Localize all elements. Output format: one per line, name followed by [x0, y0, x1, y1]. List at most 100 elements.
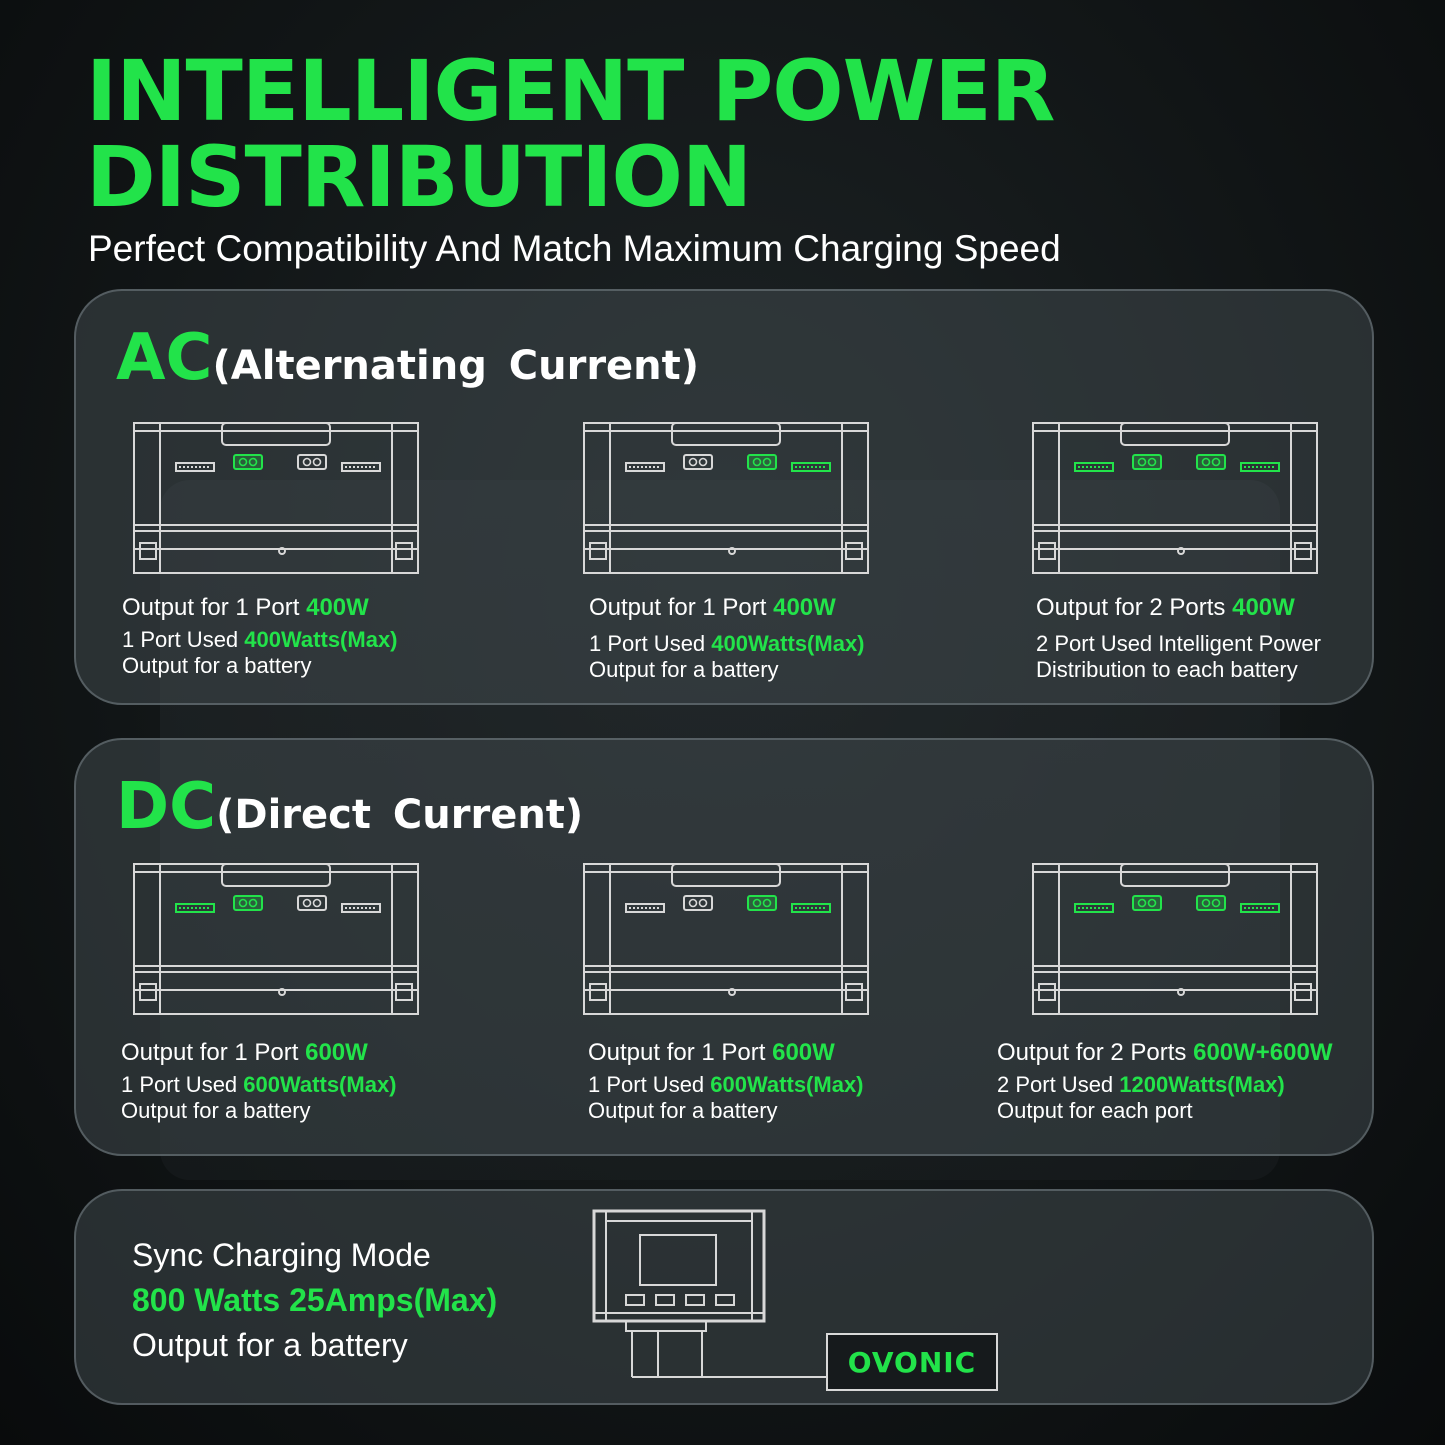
- dual-socket-icon: [1132, 895, 1162, 911]
- ac-heading-full: (Alternating Current): [212, 343, 700, 389]
- dc-heading: DC(Direct Current): [116, 770, 583, 844]
- ac-item-2-line2-prefix: 1 Port Used: [589, 631, 712, 656]
- ac-item-1-line2-value: 400Watts(Max): [244, 627, 398, 652]
- device-center-dot: [728, 547, 736, 555]
- ac-item-1-line1-prefix: Output for 1 Port: [122, 594, 307, 621]
- usb-port-icon: [791, 903, 831, 913]
- socket-hole-left: [1137, 457, 1147, 467]
- usb-port-icon: [1074, 462, 1114, 472]
- ac-item-2-line1-value: 400W: [773, 594, 836, 621]
- socket-hole-right: [1211, 457, 1221, 467]
- sync-panel: Sync Charging Mode 800 Watts 25Amps(Max)…: [74, 1189, 1374, 1405]
- dc-item-1-line2-prefix: 1 Port Used: [121, 1072, 244, 1097]
- socket-hole-right: [762, 457, 772, 467]
- device-handle: [671, 863, 781, 887]
- ac-item-1-text: Output for 1 Port 400W 1 Port Used 400Wa…: [122, 593, 398, 679]
- socket-hole-right: [1147, 898, 1157, 908]
- ac-device-1: [133, 422, 419, 574]
- dc-item-1-text: Output for 1 Port 600W 1 Port Used 600Wa…: [121, 1038, 397, 1124]
- ac-item-3-line1-prefix: Output for 2 Ports: [1036, 594, 1233, 621]
- ac-item-1-line2-prefix: 1 Port Used: [122, 627, 245, 652]
- sync-charger-diagram: [592, 1209, 828, 1378]
- ac-item-1-line1-value: 400W: [306, 594, 369, 621]
- ac-panel: AC(Alternating Current) Output for 1 Por…: [74, 289, 1374, 705]
- device-center-dot: [1177, 547, 1185, 555]
- usb-port-icon: [791, 462, 831, 472]
- usb-port-icon: [625, 462, 665, 472]
- sync-charger-connector: [625, 1320, 707, 1332]
- device-handle: [1120, 863, 1230, 887]
- ac-device-2: [583, 422, 869, 574]
- device-foot-left: [589, 542, 607, 560]
- socket-hole-right: [312, 457, 322, 467]
- socket-hole-left: [688, 898, 698, 908]
- ac-device-3: [1032, 422, 1318, 574]
- sync-charger-screen: [639, 1234, 717, 1286]
- sync-charger-button-3: [685, 1294, 705, 1306]
- dual-socket-icon: [1132, 454, 1162, 470]
- device-handle: [221, 863, 331, 887]
- socket-hole-left: [1201, 457, 1211, 467]
- dc-item-2-line1-prefix: Output for 1 Port: [588, 1039, 773, 1066]
- dc-heading-full: (Direct Current): [216, 792, 584, 838]
- ac-item-2-text: Output for 1 Port 400W 1 Port Used 400Wa…: [589, 593, 865, 683]
- socket-hole-left: [238, 898, 248, 908]
- dc-device-1: [133, 863, 419, 1015]
- ovonic-logo: OVONIC: [847, 1345, 977, 1379]
- sync-mode-label: Sync Charging Mode: [132, 1237, 431, 1273]
- device-foot-left: [589, 983, 607, 1001]
- title-line-2: DISTRIBUTION: [86, 128, 752, 226]
- dc-item-2-line2-prefix: 1 Port Used: [588, 1072, 711, 1097]
- sync-text: Sync Charging Mode 800 Watts 25Amps(Max)…: [132, 1233, 497, 1367]
- dc-item-3-line1-prefix: Output for 2 Ports: [997, 1039, 1194, 1066]
- usb-port-icon: [341, 903, 381, 913]
- device-foot-left: [139, 983, 157, 1001]
- dc-item-1-line1-value: 600W: [305, 1039, 368, 1066]
- ac-item-1-line1: Output for 1 Port 400W: [122, 593, 398, 623]
- socket-hole-right: [762, 898, 772, 908]
- ac-item-3-text: Output for 2 Ports 400W 2 Port Used Inte…: [1036, 593, 1321, 683]
- usb-port-icon: [1240, 462, 1280, 472]
- device-center-dot: [278, 547, 286, 555]
- socket-hole-right: [248, 457, 258, 467]
- device-foot-left: [1038, 983, 1056, 1001]
- socket-hole-right: [1147, 457, 1157, 467]
- dual-socket-icon: [683, 454, 713, 470]
- socket-hole-left: [302, 898, 312, 908]
- dc-panel: DC(Direct Current) Output for 1 Port 600…: [74, 738, 1374, 1156]
- page-title: INTELLIGENT POWER DISTRIBUTION: [86, 48, 1055, 226]
- dc-item-3-line2-value: 1200Watts(Max): [1119, 1072, 1285, 1097]
- dc-item-2-line1-value: 600W: [772, 1039, 835, 1066]
- usb-port-icon: [341, 462, 381, 472]
- ac-item-2-line2-value: 400Watts(Max): [711, 631, 865, 656]
- dual-socket-icon: [233, 454, 263, 470]
- dc-item-2-line2-value: 600Watts(Max): [710, 1072, 864, 1097]
- dc-item-2-line1: Output for 1 Port 600W: [588, 1038, 864, 1068]
- ac-heading-abbr: AC: [116, 321, 213, 395]
- device-foot-right: [1294, 983, 1312, 1001]
- dc-item-3-line2-prefix: 2 Port Used: [997, 1072, 1120, 1097]
- sync-charger-button-2: [655, 1294, 675, 1306]
- dual-socket-icon: [233, 895, 263, 911]
- ac-item-3-line2-prefix: 2 Port Used Intelligent Power: [1036, 631, 1321, 656]
- device-foot-right: [395, 542, 413, 560]
- ac-item-2-line2: 1 Port Used 400Watts(Max): [589, 631, 865, 657]
- ac-item-3-line1: Output for 2 Ports 400W: [1036, 593, 1321, 623]
- ac-item-1-line3: Output for a battery: [122, 653, 312, 678]
- socket-hole-right: [698, 457, 708, 467]
- usb-port-icon: [625, 903, 665, 913]
- dual-socket-icon: [1196, 895, 1226, 911]
- dc-device-2: [583, 863, 869, 1015]
- dc-item-1-line1-prefix: Output for 1 Port: [121, 1039, 306, 1066]
- socket-hole-right: [698, 898, 708, 908]
- dc-item-2-line3: Output for a battery: [588, 1098, 778, 1123]
- sync-power-value: 800 Watts 25Amps(Max): [132, 1282, 498, 1318]
- usb-port-icon: [1074, 903, 1114, 913]
- device-handle: [221, 422, 331, 446]
- dc-item-2-text: Output for 1 Port 600W 1 Port Used 600Wa…: [588, 1038, 864, 1124]
- dc-heading-abbr: DC: [116, 770, 217, 844]
- dc-item-3-line1: Output for 2 Ports 600W+600W: [997, 1038, 1333, 1068]
- usb-port-icon: [175, 462, 215, 472]
- ac-item-1-line2: 1 Port Used 400Watts(Max): [122, 627, 398, 653]
- dc-item-1-line3: Output for a battery: [121, 1098, 311, 1123]
